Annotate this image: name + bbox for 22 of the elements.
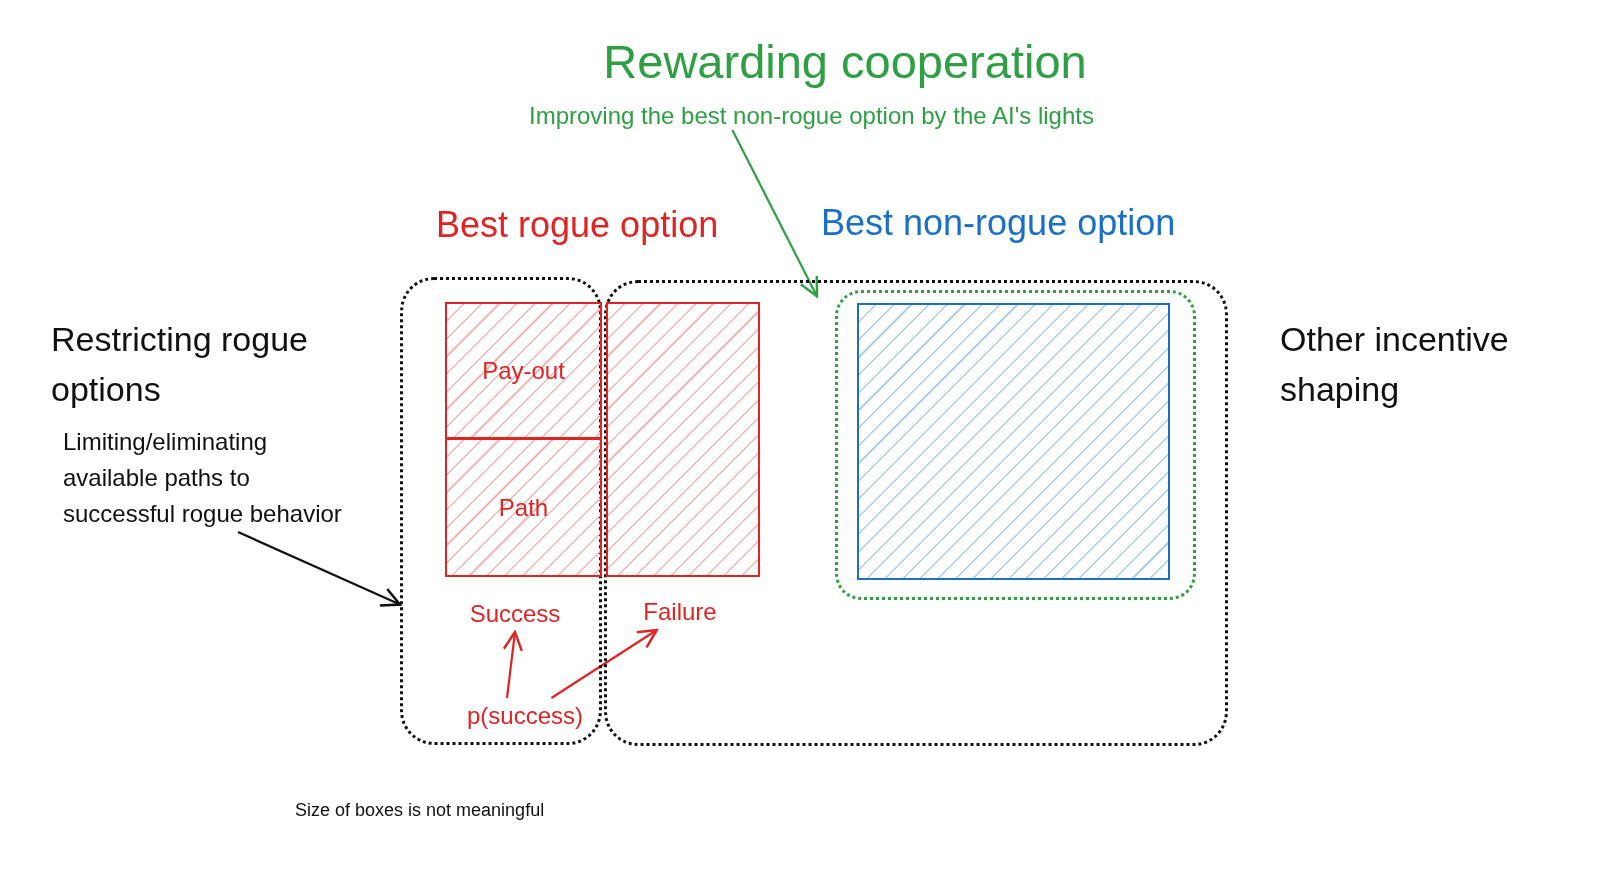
heading: Restricting rogue options (51, 319, 309, 410)
outcome-label: Success (469, 600, 561, 628)
footnote: Size of boxes is not meaningful (295, 800, 545, 821)
hatched-box (857, 303, 1170, 580)
hatched-box (606, 302, 760, 577)
group-outline (835, 290, 1196, 600)
group-outline (400, 277, 602, 745)
outcome-label: p(success) (467, 702, 583, 730)
heading: Other incentive shaping (1280, 319, 1510, 410)
hatched-box: Path (445, 438, 602, 577)
arrow (502, 630, 523, 699)
title: Rewarding cooperation (603, 34, 1087, 89)
group-outline (604, 280, 1228, 746)
outcome-label: Failure (643, 598, 717, 626)
arrow (550, 628, 659, 699)
subtitle: Improving the best non-rogue option by the AI's lights (529, 102, 1094, 130)
section-heading: Best rogue option (436, 204, 719, 246)
section-heading: Best non-rogue option (821, 202, 1176, 244)
hatched-box: Pay-out (445, 302, 602, 439)
arrow (731, 129, 819, 298)
arrow (237, 531, 402, 607)
description: Limiting/eliminating available paths to successful rogue behavior (63, 427, 343, 529)
